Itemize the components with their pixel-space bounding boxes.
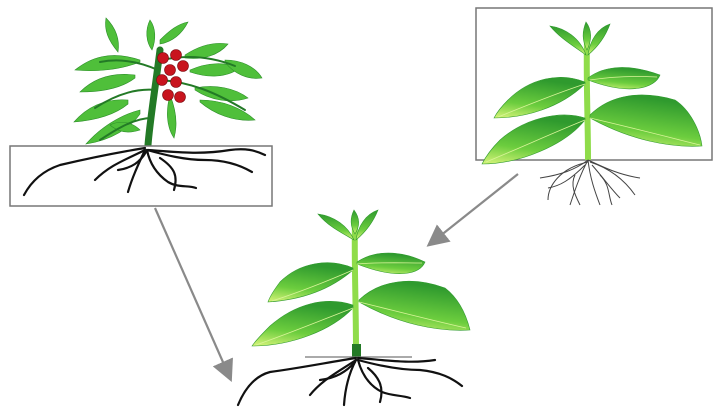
pepper-stem	[587, 40, 588, 160]
graft-union	[352, 344, 361, 358]
grafted-stem	[355, 222, 356, 352]
tomato-plant	[10, 18, 272, 206]
pepper-roots	[540, 160, 640, 205]
tomato-rootstock-frame	[10, 146, 272, 206]
grafted-top-leaves	[318, 210, 378, 240]
pepper-plant	[476, 8, 712, 205]
grafted-leaves	[252, 253, 470, 346]
scion-arrow	[430, 174, 518, 244]
rootstock-arrow	[155, 208, 230, 378]
grafted-roots	[238, 358, 462, 405]
